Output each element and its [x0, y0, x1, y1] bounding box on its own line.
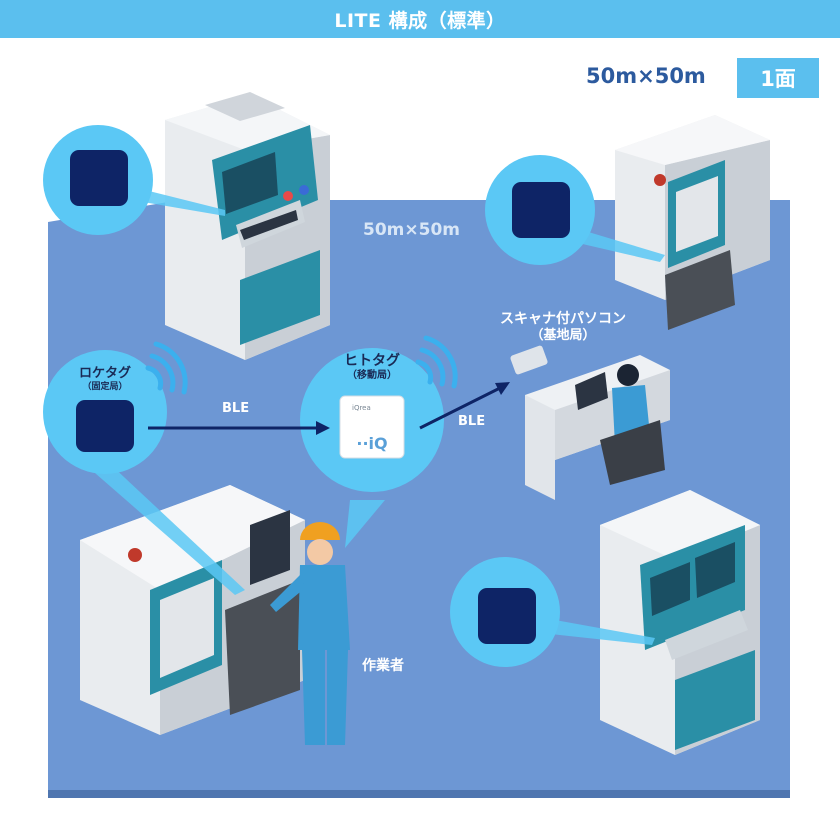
callout-stem-4 — [345, 500, 385, 548]
floor-edge — [48, 790, 790, 798]
worker-label: 作業者 — [362, 658, 404, 674]
floor-dimension-label: 50m×50m — [363, 220, 460, 240]
base-station-label: スキャナ付パソコン （基地局） — [478, 311, 648, 343]
ble-label-1: BLE — [222, 401, 250, 416]
mobile-tag-mark: ··iQ — [356, 434, 387, 453]
signal-waves-mobile — [415, 335, 458, 389]
fixed-tag-label: ロケタグ （固定局） — [66, 366, 144, 392]
fixed-tag-1 — [70, 150, 128, 206]
mobile-tag-brand: iQrea — [352, 404, 371, 412]
fixed-tag-name: ロケタグ — [78, 366, 131, 381]
base-station-name: スキャナ付パソコン — [500, 311, 626, 327]
callout-stem-3 — [80, 450, 245, 595]
machine-kiosk-1 — [165, 92, 330, 360]
mobile-tag-label: ヒトタグ （移動局） — [327, 353, 417, 382]
ble-arrow-2 — [419, 382, 510, 430]
fixed-tag-2 — [512, 182, 570, 238]
worker-figure — [270, 522, 350, 745]
floor-count-badge: 1面 — [737, 58, 819, 98]
signal-waves-fixed — [145, 341, 188, 395]
fixed-tag-3 — [76, 400, 134, 452]
mobile-tag-sub: （移動局） — [347, 369, 397, 381]
fixed-tag-sub: （固定局） — [82, 381, 128, 392]
area-size-label: 50m×50m — [586, 64, 706, 88]
mobile-tag-name: ヒトタグ — [344, 353, 400, 369]
ble-arrow-1 — [148, 421, 330, 435]
base-station-sub: （基地局） — [530, 327, 596, 343]
machine-kiosk-4 — [600, 490, 760, 755]
base-station-desk — [510, 345, 670, 500]
fixed-tag-5 — [478, 588, 536, 644]
ble-label-2: BLE — [458, 414, 486, 429]
page-title: LITE 構成（標準） — [0, 0, 840, 38]
machine-cnc-3 — [80, 485, 305, 735]
mobile-tag-device — [339, 395, 405, 459]
